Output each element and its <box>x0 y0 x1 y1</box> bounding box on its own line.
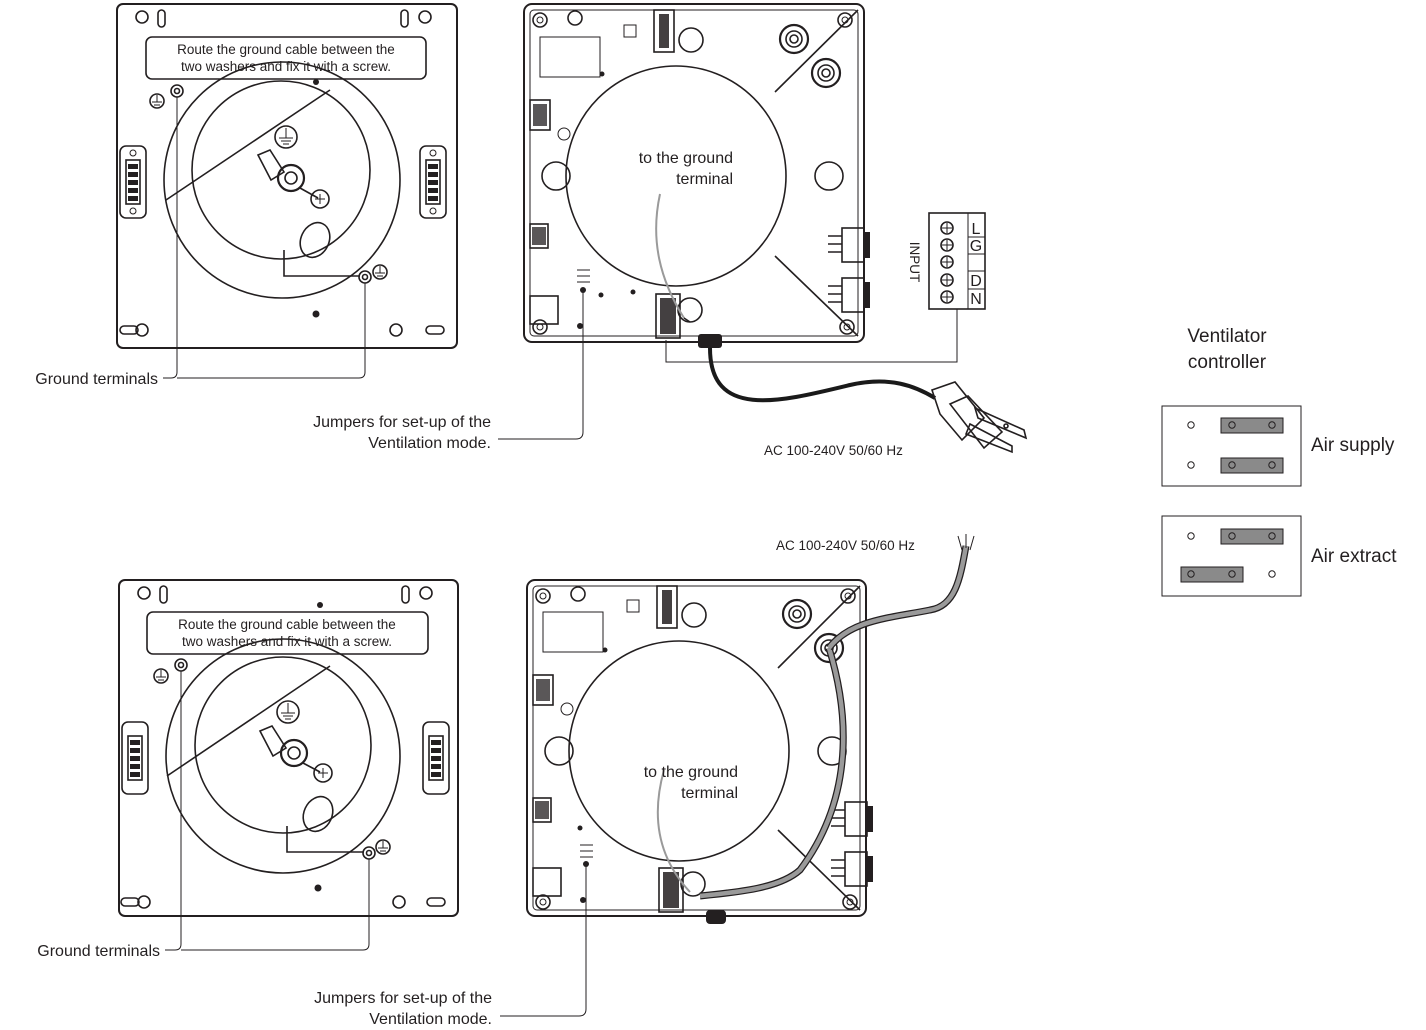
bottom-jumpers-line1: Jumpers for set-up of the <box>314 990 492 1007</box>
side-switch-upper <box>828 227 870 263</box>
jumper-config-air-extract: Air extract <box>1161 515 1397 597</box>
bottom-to-ground-line2: terminal <box>681 785 738 802</box>
side-connector-left <box>121 721 149 795</box>
top-ac-label: AC 100-240V 50/60 Hz <box>764 443 903 458</box>
jumper-config-air-supply: Air supply <box>1161 405 1395 487</box>
bottom-ground-terminals-label: Ground terminals <box>37 943 160 960</box>
ground-terminal-lower <box>362 839 391 860</box>
bottom-route-note-line2: two washers and fix it with a screw. <box>182 634 392 649</box>
power-cord-plug <box>698 334 1028 454</box>
top-mounting-plate: Route the ground cable between the two w… <box>35 3 458 388</box>
side-switch-upper <box>831 801 873 837</box>
ventilator-controller-legend: Ventilator controller Air supply Air ext… <box>1161 326 1397 597</box>
terminal-letter-1: G <box>970 238 982 255</box>
top-jumpers-line1: Jumpers for set-up of the <box>313 414 491 431</box>
ground-stud-icon <box>258 700 333 783</box>
bottom-to-ground-line1: to the ground <box>644 764 738 781</box>
legend-mode-air-supply: Air supply <box>1311 435 1395 456</box>
legend-title-line1: Ventilator <box>1187 326 1267 347</box>
side-switch-lower <box>828 277 870 313</box>
bottom-jumpers-line2: Ventilation mode. <box>369 1011 492 1028</box>
side-switch-lower <box>831 851 873 887</box>
legend-mode-air-extract: Air extract <box>1311 546 1397 567</box>
side-connector-right <box>422 721 450 795</box>
top-pcb-housing: to the ground terminal AC 100-240V 50/60… <box>313 3 1028 458</box>
supply-cable <box>699 534 975 900</box>
terminal-letter-0: L <box>972 221 981 238</box>
side-connector-right <box>419 145 447 219</box>
ground-stud-icon <box>256 125 330 209</box>
bottom-route-note-line1: Route the ground cable between the <box>178 617 396 632</box>
top-jumpers-line2: Ventilation mode. <box>368 435 491 452</box>
legend-title-line2: controller <box>1188 352 1267 373</box>
terminal-letter-3: D <box>970 273 982 290</box>
terminal-letter-4: N <box>970 291 982 308</box>
corner-screws <box>532 12 855 335</box>
top-route-note-line2: two washers and fix it with a screw. <box>181 59 391 74</box>
side-connector-left <box>119 145 147 219</box>
top-to-ground-line2: terminal <box>676 171 733 188</box>
bottom-pcb-housing: to the ground terminal AC 100-240V 50/60… <box>314 534 975 1028</box>
top-ground-terminals-label: Ground terminals <box>35 371 158 388</box>
input-label: INPUT <box>907 242 922 283</box>
top-route-note-line1: Route the ground cable between the <box>177 42 395 57</box>
bottom-mounting-plate: Route the ground cable between the two w… <box>37 579 459 960</box>
bottom-ac-label: AC 100-240V 50/60 Hz <box>776 538 915 553</box>
top-to-ground-line1: to the ground <box>639 150 733 167</box>
input-terminal-block: L G D N INPUT <box>907 212 986 310</box>
